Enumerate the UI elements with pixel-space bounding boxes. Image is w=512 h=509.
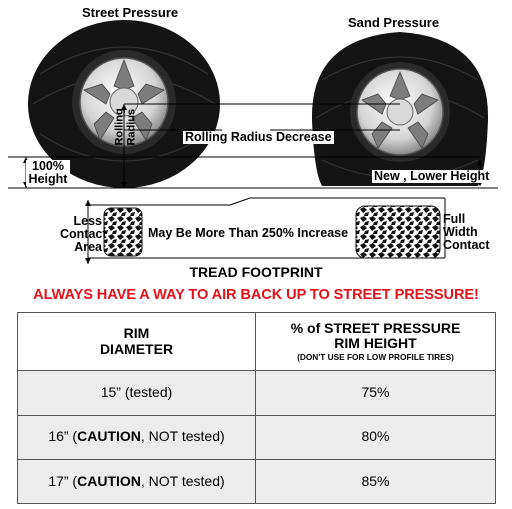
narrow-tread-icon bbox=[103, 207, 143, 257]
tread-footprint-title: TREAD FOOTPRINT bbox=[189, 264, 323, 280]
rim-cell: 15” (tested) bbox=[17, 370, 256, 416]
warning-banner: ALWAYS HAVE A WAY TO AIR BACK UP TO STRE… bbox=[33, 287, 479, 303]
less-contact-line3: Area bbox=[74, 240, 102, 255]
less-contact-area-label: Less Contact Area bbox=[60, 214, 107, 255]
street-pressure-label: Street Pressure bbox=[82, 5, 179, 20]
full-width-line3: Contact bbox=[443, 238, 490, 253]
tire-pressure-diagram bbox=[8, 20, 498, 264]
caution-text: CAUTION bbox=[77, 472, 141, 489]
rim-text: 17” ( bbox=[48, 472, 78, 489]
less-contact-line2: Contact bbox=[60, 227, 107, 242]
table-row: 17” (CAUTION, NOT tested) 85% bbox=[17, 458, 496, 505]
rim-cell: 17” (CAUTION, NOT tested) bbox=[17, 458, 256, 505]
table-row: 15” (tested) 75% bbox=[17, 370, 496, 416]
full-height-label: 100% Height bbox=[26, 159, 70, 187]
rim-text-after: , NOT tested) bbox=[140, 428, 225, 445]
rim-cell: 16” (CAUTION, NOT tested) bbox=[17, 414, 256, 460]
rim-text-after: , NOT tested) bbox=[140, 472, 225, 489]
rolling-radius-decrease-label: Rolling Radius Decrease bbox=[183, 130, 334, 145]
full-width-line2: Width bbox=[443, 225, 478, 240]
pct-street-pressure-header: % of STREET PRESSURE RIM HEIGHT (DON'T U… bbox=[255, 311, 496, 372]
new-lower-height-label: New , Lower Height bbox=[372, 169, 492, 184]
rim-diameter-header: RIM DIAMETER bbox=[17, 311, 256, 372]
pct-cell: 85% bbox=[255, 458, 496, 505]
low-profile-note: (DON'T USE FOR LOW PROFILE TIRES) bbox=[297, 352, 454, 363]
pressure-table: RIM DIAMETER % of STREET PRESSURE RIM HE… bbox=[17, 311, 496, 505]
rim-header-line1: RIM bbox=[123, 325, 150, 342]
height-label-line1: 100% bbox=[32, 159, 64, 173]
rim-text: 16” ( bbox=[48, 428, 78, 445]
caution-text: CAUTION bbox=[77, 428, 141, 445]
sand-tire-icon bbox=[311, 32, 489, 186]
height-label-line2: Height bbox=[28, 172, 68, 187]
rim-text: 15” (tested) bbox=[100, 384, 173, 401]
rolling-radius-label: Rolling Radius bbox=[113, 108, 137, 146]
rim-header-line2: DIAMETER bbox=[99, 340, 174, 357]
full-width-contact-label: Full Width Contact bbox=[443, 212, 490, 253]
full-width-line1: Full bbox=[443, 212, 466, 226]
pct-cell: 80% bbox=[255, 414, 496, 460]
less-contact-line1: Less bbox=[73, 214, 103, 228]
table-header-row: RIM DIAMETER % of STREET PRESSURE RIM HE… bbox=[17, 311, 496, 372]
sand-pressure-label: Sand Pressure bbox=[348, 15, 440, 30]
pct-header-line2: RIM HEIGHT bbox=[334, 335, 417, 352]
increase-label: May Be More Than 250% Increase bbox=[148, 226, 349, 240]
table-row: 16” (CAUTION, NOT tested) 80% bbox=[17, 414, 496, 460]
pct-cell: 75% bbox=[255, 370, 496, 416]
pct-header-line1: % of STREET PRESSURE bbox=[290, 319, 461, 336]
wide-tread-icon bbox=[355, 205, 441, 259]
